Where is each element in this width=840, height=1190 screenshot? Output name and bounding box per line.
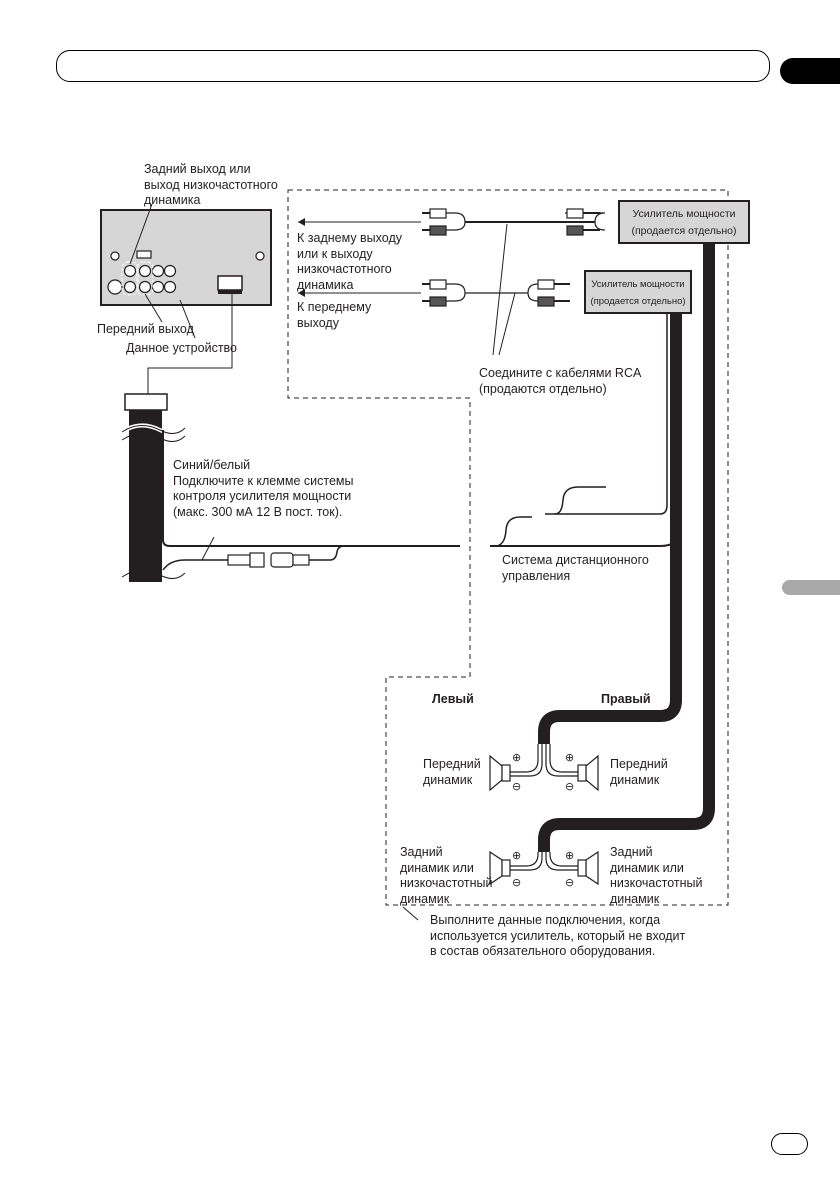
label-line: динамик [610,772,660,787]
front-output-label: Передний выход [97,322,194,336]
amplifier-title: Усилитель мощности [632,208,736,220]
remote-lead-connector [162,545,345,571]
minus-icon: ⊖ [565,877,575,889]
label-line: Передний [610,757,668,771]
label-line: низкочастотного [297,262,392,276]
amplifier-note: (продается отдельно) [631,225,737,237]
rear-destination-label: К заднему выходу или к выходу низкочасто… [297,231,402,293]
minus-icon: ⊖ [512,877,522,889]
front-speaker-wires [510,744,578,777]
label-line: К переднему [297,300,372,314]
speaker-rear-left-icon [489,850,511,886]
front-destination-label: К переднему выходу [297,300,371,331]
label-line: или к выходу [297,246,373,261]
label-line: Соедините с кабелями RCA [479,366,642,380]
front-right-speaker-label: Передний динамик [610,757,668,788]
rca-rear-cable [298,208,606,236]
speaker-front-left-icon [489,754,511,792]
label-line: выход низкочастотного [144,177,278,192]
header-title-bar [56,50,770,82]
remote-control-lines [494,310,668,547]
speaker-front-right-icon [577,754,599,792]
label-line: Задний выход или [144,162,251,176]
speaker-rear-right-icon [577,850,599,886]
section-tab [780,58,840,84]
rca-jacks [107,264,177,295]
amplifier-front: Усилитель мощности (продается отдельно) [584,270,692,314]
label-line: Передний [423,757,481,771]
label-line: выходу [297,315,339,330]
label-line: динамик или [610,860,684,875]
label-line: Задний [400,845,443,859]
amplifier-rear: Усилитель мощности (продается отдельно) [618,200,750,244]
rca-cables-note: Соедините с кабелями RCA (продаются отде… [479,366,641,397]
label-line: динамик [423,772,473,787]
label-line: динамик [610,891,660,906]
optional-connections-outline [287,189,729,906]
rca-front-cable [298,279,570,307]
speaker-cables [538,240,715,852]
plus-icon: ⊕ [512,850,522,862]
label-line: (продаются отдельно) [479,381,607,396]
head-unit-panel [100,209,272,306]
remote-wire-label: Синий/белый Подключите к клемме системы … [173,458,353,520]
label-line: (макс. 300 мА 12 В пост. ток). [173,504,343,519]
label-line: Синий/белый [173,458,251,472]
label-line: Система дистанционного [502,553,649,567]
label-line: контроля усилителя мощности [173,489,352,503]
label-line: низкочастотный [400,876,493,890]
minus-icon: ⊖ [565,781,575,793]
rear-left-speaker-label: Задний динамик или низкочастотный динами… [400,845,492,907]
label-line: динамик [400,891,450,906]
plus-icon: ⊕ [565,752,575,764]
harness-connector [217,275,243,294]
label-line: используется усилитель, который не входи… [430,928,686,943]
rear-right-speaker-label: Задний динамик или низкочастотный динами… [610,845,702,907]
label-line: К заднему выходу [297,231,402,245]
left-channel-label: Левый [432,692,474,706]
side-index-tab [782,580,840,595]
label-line: в состав обязательного оборудования. [430,944,656,958]
label-line: Выполните данные подключения, когда [430,913,661,927]
front-left-speaker-label: Передний динамик [423,757,481,788]
rear-speaker-wires [510,852,578,871]
label-line: низкочастотный [610,876,703,890]
label-line: управления [502,568,571,583]
label-line: Подключите к клемме системы [173,473,354,488]
rear-output-label: Задний выход или выход низкочастотного д… [144,162,278,209]
label-line: динамика [297,277,354,292]
amplifier-note: (продается отдельно) [590,296,686,307]
amplifier-title: Усилитель мощности [591,279,685,290]
label-line: Задний [610,845,653,859]
label-line: динамика [144,193,201,207]
remote-system-label: Система дистанционного управления [502,553,649,584]
head-unit-label: Данное устройство [126,341,237,355]
plus-icon: ⊕ [565,850,575,862]
plus-icon: ⊕ [512,752,522,764]
footnote: Выполните данные подключения, когда испо… [430,913,685,960]
label-line: динамик или [400,860,474,875]
page-number-badge [771,1133,808,1155]
minus-icon: ⊖ [512,781,522,793]
right-channel-label: Правый [601,692,651,706]
main-cable-bundle [120,393,187,582]
